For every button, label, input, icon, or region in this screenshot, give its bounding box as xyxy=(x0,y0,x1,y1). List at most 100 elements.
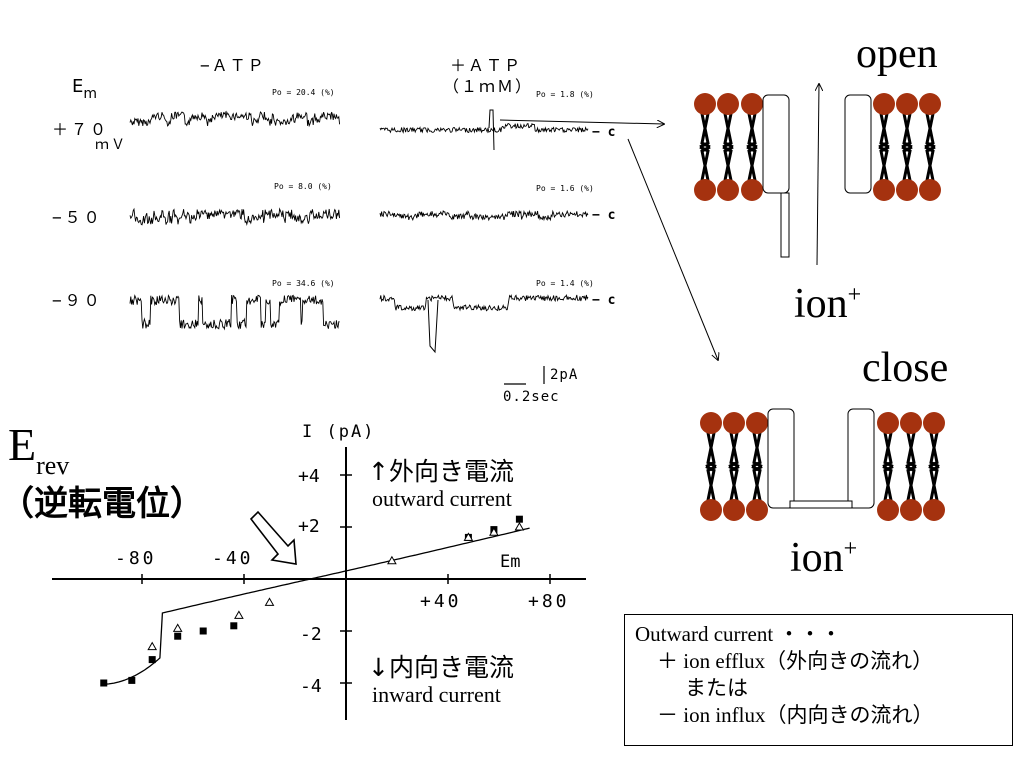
lipid-tail xyxy=(929,465,941,511)
data-point-square xyxy=(199,627,207,635)
lipid-tail xyxy=(723,145,735,191)
lipid-tail xyxy=(706,465,718,511)
iv-plot xyxy=(52,447,586,720)
voltage-label-row2: −５０ xyxy=(52,208,103,227)
lipid-tail xyxy=(700,103,712,149)
lipid-tail xyxy=(906,422,918,468)
lipid-tail xyxy=(881,422,893,468)
open-label: open xyxy=(856,31,938,77)
ion-label-top: ion+ xyxy=(794,281,862,327)
arrow-to-close xyxy=(627,138,718,360)
lipid-tail xyxy=(925,145,937,191)
lipid-tail xyxy=(923,103,935,149)
lipid-tail xyxy=(923,145,935,191)
data-point-triangle xyxy=(264,597,275,606)
lipid-tail xyxy=(877,103,889,149)
scale-current-label: 2pA xyxy=(550,367,579,383)
ion-label-bottom: ion+ xyxy=(790,535,858,581)
arrow-to-open xyxy=(499,119,664,124)
lipid-head xyxy=(919,179,941,201)
erev-pointer-arrow xyxy=(249,510,297,565)
iv-xlabel: Em xyxy=(500,552,521,572)
lipid-head xyxy=(694,93,716,115)
data-point-square xyxy=(230,622,238,630)
y-tick-label: +2 xyxy=(298,516,320,537)
data-point-triangle xyxy=(489,527,499,536)
lipid-tail xyxy=(902,145,914,191)
lipid-head xyxy=(896,93,918,115)
data-point-triangle xyxy=(463,532,474,541)
lipid-head xyxy=(900,412,922,434)
lipid-tail xyxy=(704,465,716,511)
iv-ylabel: I (pA) xyxy=(302,422,376,442)
closed-gate-left xyxy=(767,408,795,509)
lipid-tail xyxy=(747,103,759,149)
lipid-tail xyxy=(879,145,891,191)
closed-gate-right xyxy=(847,408,875,509)
open-gate-left xyxy=(762,94,790,258)
po-plus-row2: Po = 1.6 (%) xyxy=(536,184,594,193)
lipid-head xyxy=(741,93,763,115)
lipid-head xyxy=(873,179,895,201)
lipid-tail xyxy=(906,465,918,511)
trace-50mv-plus-atp xyxy=(379,209,589,222)
definition-line-1: Outward current ・・・ xyxy=(635,622,842,646)
lipid-tail xyxy=(883,422,895,468)
lipid-tail xyxy=(752,422,764,468)
data-point-triangle xyxy=(172,623,183,632)
lipid-head xyxy=(694,179,716,201)
lipid-tail xyxy=(877,145,889,191)
lipid-head xyxy=(723,499,745,521)
x-tick-label: +80 xyxy=(528,591,570,612)
lipid-tail xyxy=(927,465,939,511)
em-label: Em xyxy=(72,76,98,102)
lipid-tail xyxy=(721,103,733,149)
lipid-head xyxy=(896,179,918,201)
x-tick-label: +40 xyxy=(420,591,462,612)
lipid-tail xyxy=(925,103,937,149)
lipid-head xyxy=(746,412,768,434)
lipid-tail xyxy=(700,145,712,191)
minus-atp-header: −ＡＴＰ xyxy=(200,56,266,75)
trace-70mv-minus-atp xyxy=(129,110,341,128)
po-minus-row1: Po = 20.4 (%) xyxy=(272,88,335,97)
lipid-head xyxy=(923,412,945,434)
data-point-square xyxy=(515,515,523,523)
single-channel-traces xyxy=(129,109,589,354)
data-point-triangle xyxy=(514,521,525,531)
lipid-head xyxy=(717,93,739,115)
lipid-head xyxy=(919,93,941,115)
y-tick-label: -2 xyxy=(300,624,322,645)
lipid-head xyxy=(873,93,895,115)
lipid-tail xyxy=(752,465,764,511)
lipid-tail xyxy=(902,103,914,149)
lipid-head xyxy=(877,412,899,434)
scale-bar xyxy=(504,366,545,385)
data-point-square xyxy=(100,679,108,687)
closed-gate-bar xyxy=(789,500,853,509)
lipid-head xyxy=(900,499,922,521)
lipid-tail xyxy=(883,465,895,511)
closed-level-row3: − c xyxy=(592,293,616,308)
y-tick-label: -4 xyxy=(300,676,322,697)
lipid-tail xyxy=(706,422,718,468)
lipid-tail xyxy=(747,145,759,191)
lipid-tail xyxy=(745,103,757,149)
erev-label: Erev xyxy=(8,419,70,481)
plus-atp-header: ＋ＡＴＰ xyxy=(450,56,523,75)
lipid-tail xyxy=(750,465,762,511)
trace-70mv-spike xyxy=(488,109,495,151)
iv-fit-curve xyxy=(101,527,530,685)
lipid-tail xyxy=(904,465,916,511)
lipid-head xyxy=(723,412,745,434)
x-tick-label: -40 xyxy=(212,548,254,569)
voltage-label-row1: ＋７０ xyxy=(52,120,110,139)
inward-en-label: inward current xyxy=(372,682,501,707)
lipid-tail xyxy=(727,422,739,468)
trace-50mv-minus-atp xyxy=(129,207,341,226)
close-label: close xyxy=(862,345,949,391)
po-minus-row3: Po = 34.6 (%) xyxy=(272,279,335,288)
scale-time-label: 0.2sec xyxy=(503,389,560,405)
definition-box: Outward current ・・・ ＋ ion efflux（外向きの流れ）… xyxy=(624,614,1013,746)
